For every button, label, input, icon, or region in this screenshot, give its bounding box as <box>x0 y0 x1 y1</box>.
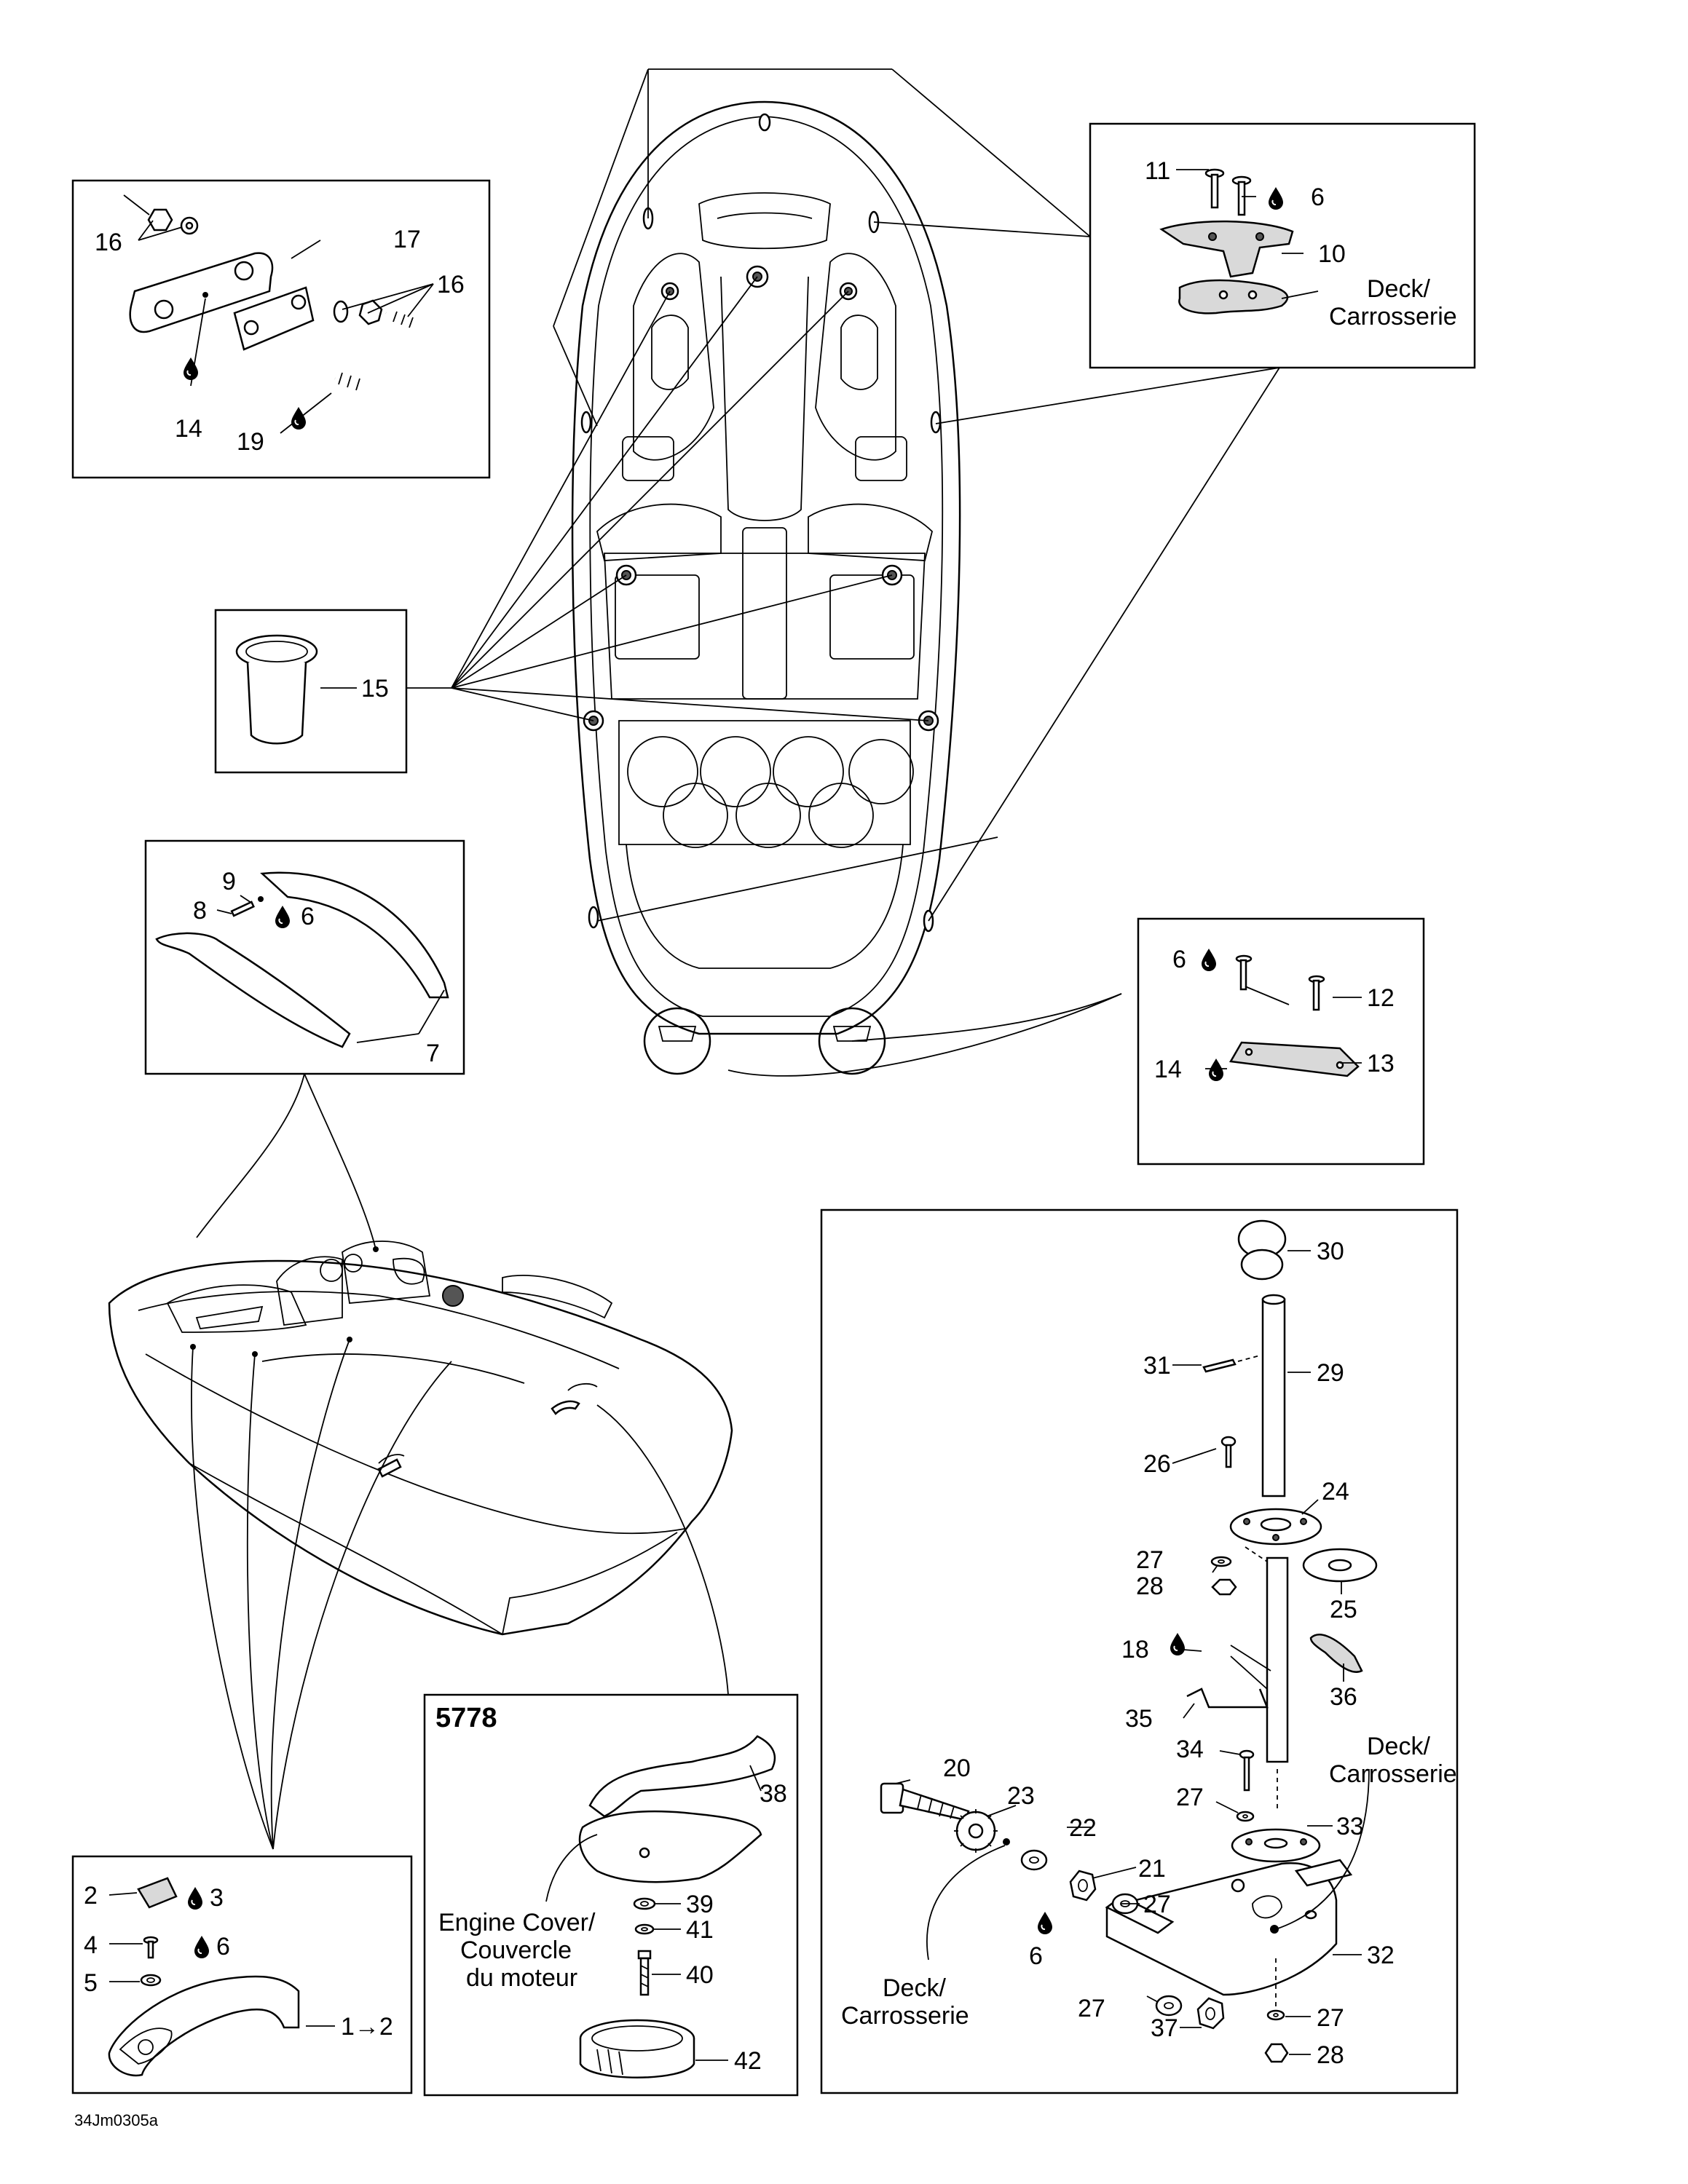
label-6c: 6 <box>1172 946 1186 973</box>
label-17: 17 <box>393 226 421 253</box>
model-code: 5778 <box>435 1703 497 1733</box>
label-26: 26 <box>1143 1450 1171 1478</box>
label-27e: 27 <box>1143 1891 1171 1918</box>
label-8: 8 <box>193 897 207 925</box>
carrosserie-note-1: Carrosserie <box>1329 303 1457 331</box>
box-grab-handle <box>144 839 465 1075</box>
label-32: 32 <box>1367 1942 1395 1969</box>
box-grab-bar <box>71 1855 413 2094</box>
label-39: 39 <box>686 1891 714 1918</box>
label-36: 36 <box>1330 1683 1357 1711</box>
label-27d: 27 <box>1078 1995 1105 2022</box>
label-18: 18 <box>1121 1636 1149 1663</box>
label-2: 2 <box>84 1882 98 1910</box>
label-40: 40 <box>686 1961 714 1989</box>
boat-perspective-view <box>108 1241 733 1636</box>
label-28b: 28 <box>1317 2041 1344 2069</box>
label-6e: 6 <box>1029 1942 1043 1970</box>
box-steering-column <box>820 1208 1459 2094</box>
label-13: 13 <box>1367 1050 1395 1077</box>
label-6b: 6 <box>301 903 315 930</box>
callout-lines <box>191 68 1280 1850</box>
label-20: 20 <box>943 1754 971 1782</box>
label-38: 38 <box>760 1780 787 1808</box>
carrosserie-note-2: Carrosserie <box>1329 1760 1457 1788</box>
label-31: 31 <box>1143 1352 1171 1380</box>
label-27c: 27 <box>1317 2004 1344 2032</box>
label-30: 30 <box>1317 1238 1344 1265</box>
label-5: 5 <box>84 1969 98 1997</box>
leader-lines <box>109 169 1370 2061</box>
engine-cover-note-1: Engine Cover/ <box>438 1909 596 1936</box>
label-12: 12 <box>1367 984 1395 1012</box>
label-24: 24 <box>1322 1478 1349 1506</box>
label-16b: 16 <box>437 271 465 298</box>
label-3: 3 <box>210 1884 224 1912</box>
label-16a: 16 <box>95 229 122 256</box>
box-rear-plate <box>1137 917 1425 1166</box>
box-cleat <box>1089 122 1476 369</box>
label-14b: 14 <box>1154 1056 1182 1083</box>
arrow-label-1-2: 1→2 <box>341 2013 393 2041</box>
lubricant-drop-icon <box>183 186 1284 1959</box>
label-35: 35 <box>1125 1705 1153 1733</box>
label-25: 25 <box>1330 1596 1357 1623</box>
label-33: 33 <box>1336 1813 1364 1840</box>
deck-note-1: Deck/ <box>1367 275 1430 303</box>
label-28a: 28 <box>1136 1572 1164 1600</box>
drawing-code: 34Jm0305a <box>74 2111 159 2129</box>
box-engine-cover <box>423 1693 799 2097</box>
cup-holder-locations <box>583 265 939 732</box>
label-22: 22 <box>1069 1814 1097 1842</box>
label-34: 34 <box>1176 1736 1204 1763</box>
label-42: 42 <box>734 2047 762 2075</box>
engine-cover-note-2: Couvercle <box>460 1936 572 1964</box>
deck-note-3: Deck/ <box>883 1974 946 2002</box>
label-10: 10 <box>1318 240 1346 268</box>
label-41: 41 <box>686 1916 714 1944</box>
label-6d: 6 <box>216 1933 230 1961</box>
label-37: 37 <box>1151 2014 1178 2042</box>
deck-note-2: Deck/ <box>1367 1733 1430 1760</box>
label-27b: 27 <box>1176 1784 1204 1811</box>
label-29: 29 <box>1317 1359 1344 1387</box>
box-cup-holder <box>214 609 408 774</box>
label-23: 23 <box>1007 1782 1035 1810</box>
label-6a: 6 <box>1311 183 1325 211</box>
part-labels: 16 17 16 14 19 11 6 10 Deck/ Carrosserie… <box>74 157 1457 2129</box>
label-14a: 14 <box>175 415 202 443</box>
box-tow-eye <box>71 179 491 479</box>
label-15: 15 <box>361 675 389 703</box>
carrosserie-note-3: Carrosserie <box>841 2002 969 2030</box>
label-9: 9 <box>222 868 236 895</box>
label-27a: 27 <box>1136 1546 1164 1574</box>
label-4: 4 <box>84 1931 98 1959</box>
deck-top-view <box>571 100 961 1075</box>
label-21: 21 <box>1138 1855 1166 1883</box>
engine-cover-note-3: du moteur <box>466 1964 577 1992</box>
label-11: 11 <box>1145 157 1170 185</box>
label-19: 19 <box>237 428 264 456</box>
label-7: 7 <box>426 1040 440 1067</box>
